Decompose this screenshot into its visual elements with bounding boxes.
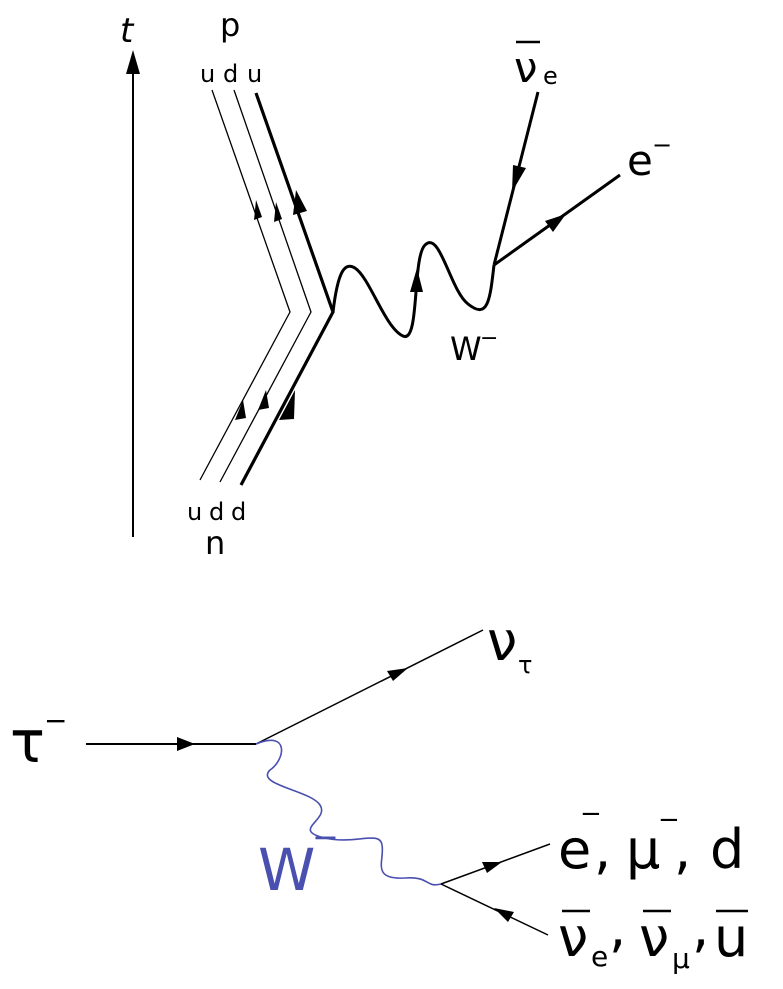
- quark-arrow-u1-lower: [235, 400, 246, 420]
- tau-neutrino-label: ν: [487, 610, 517, 673]
- quark-line-u1: [199, 89, 291, 481]
- proton-quark-d: d: [223, 60, 238, 88]
- product-anti-up-quark: u: [714, 906, 748, 969]
- product-comma-1: ,: [594, 818, 611, 881]
- time-axis-label: t: [120, 11, 135, 51]
- antineutrino-label: ν: [514, 43, 537, 92]
- product-muon: μ: [626, 818, 660, 881]
- antifermion-out-line: [440, 883, 549, 936]
- tau-neutrino-subscript: τ: [518, 651, 532, 679]
- tau-w-boson-label: W: [258, 836, 315, 904]
- product-anti-nu-mu-sub: μ: [672, 942, 690, 975]
- tau-neutrino-arrow: [387, 668, 408, 681]
- quark-arrow-d1-lower: [258, 390, 269, 410]
- proton-label: p: [220, 6, 240, 44]
- tau-w-boson-superscript: −: [312, 818, 339, 856]
- w-boson-label: W: [450, 330, 482, 368]
- fermion-out-arrow: [482, 862, 502, 873]
- electron-arrow: [545, 214, 566, 232]
- neutron-quark-d1: d: [209, 498, 224, 526]
- antifermion-arrow: [494, 908, 514, 922]
- product-anti-nu-e-sub: e: [591, 940, 608, 973]
- neutron-label: n: [205, 524, 225, 562]
- antineutrino-arrow: [512, 165, 526, 192]
- tau-neutrino-line: [255, 629, 484, 745]
- neutron-quark-u: u: [187, 498, 202, 526]
- product-comma-3: ,: [609, 896, 626, 959]
- w-boson-wiggle: [331, 241, 496, 338]
- neutron-quark-d2: d: [231, 498, 246, 526]
- w-boson-superscript: −: [480, 326, 498, 351]
- antineutrino-subscript: e: [543, 62, 558, 90]
- product-electron-sup: −: [580, 799, 602, 829]
- quark-arrow-u1-upper: [254, 200, 262, 220]
- product-electron: e: [558, 818, 591, 881]
- product-muon-sup: −: [658, 805, 680, 835]
- product-down-quark: d: [710, 818, 744, 881]
- quark-arrow-thick-upper: [293, 190, 307, 215]
- tau-superscript: −: [44, 704, 67, 737]
- proton-quark-u1: u: [200, 60, 215, 88]
- product-comma-2: ,: [674, 818, 691, 881]
- product-anti-nu-e: ν: [558, 906, 588, 969]
- w-boson-arrow: [410, 268, 423, 292]
- quark-arrow-thick-lower: [279, 390, 295, 420]
- proton-quark-u2: u: [247, 60, 262, 88]
- quark-line-d1: [219, 89, 312, 483]
- tau-w-boson-wiggle: [255, 739, 442, 886]
- time-axis-arrowhead: [126, 50, 140, 74]
- product-comma-4: ,: [692, 896, 709, 959]
- quark-arrow-d1-upper: [274, 202, 282, 222]
- tau-arrow: [177, 737, 195, 751]
- electron-label: e: [627, 136, 653, 185]
- beta-decay-diagram: t p u d u u d d n ν e: [120, 6, 672, 562]
- electron-superscript: −: [652, 131, 672, 159]
- tau-decay-diagram: τ − ν τ W − e − , μ − , d ν e , ν μ , u: [10, 610, 748, 975]
- product-anti-nu-mu: ν: [639, 906, 669, 969]
- tau-label: τ: [10, 708, 45, 776]
